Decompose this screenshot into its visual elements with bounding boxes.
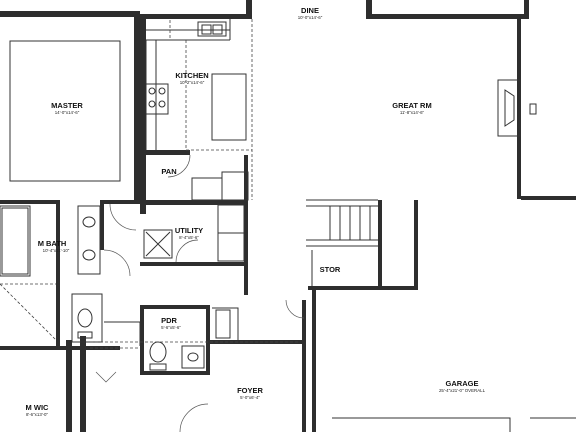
room-dine-dims: 10'-0"x14'-6" — [298, 15, 323, 20]
room-pdr-name: PDR — [161, 316, 177, 325]
room-labels: DINE 10'-0"x14'-6" KITCHEN 10'-2"x14'-6"… — [26, 6, 486, 417]
room-m-bath-name: M BATH — [38, 239, 67, 248]
room-garage-name: GARAGE — [446, 379, 479, 388]
room-m-wic-dims: 8'-6"x13'-0" — [26, 412, 49, 417]
room-dine-name: DINE — [301, 6, 319, 15]
room-foyer-dims: 5'-0"x6'-4" — [240, 395, 260, 400]
fixtures — [0, 19, 576, 432]
room-great-rm-dims: 11'-8"x14'-6" — [400, 110, 425, 115]
room-utility-name: UTILITY — [175, 226, 203, 235]
room-garage-dims: 25'-4"x21'-0" OVERALL — [439, 388, 486, 393]
room-master-dims: 14'-0"x14'-6" — [55, 110, 80, 115]
room-foyer-name: FOYER — [237, 386, 263, 395]
room-great-rm-name: GREAT RM — [392, 101, 431, 110]
room-stor-name: STOR — [320, 265, 341, 274]
room-kitchen-name: KITCHEN — [175, 71, 208, 80]
room-m-bath-dims: 10'-4"x11'-10" — [43, 248, 70, 253]
room-m-wic-name: M WIC — [26, 403, 49, 412]
room-pan-name: PAN — [161, 167, 176, 176]
room-kitchen-dims: 10'-2"x14'-6" — [180, 80, 205, 85]
room-utility-dims: 8'-4"x5'-6" — [179, 235, 199, 240]
room-pdr-dims: 5'-6"x5'-6" — [161, 325, 181, 330]
room-master-name: MASTER — [51, 101, 83, 110]
